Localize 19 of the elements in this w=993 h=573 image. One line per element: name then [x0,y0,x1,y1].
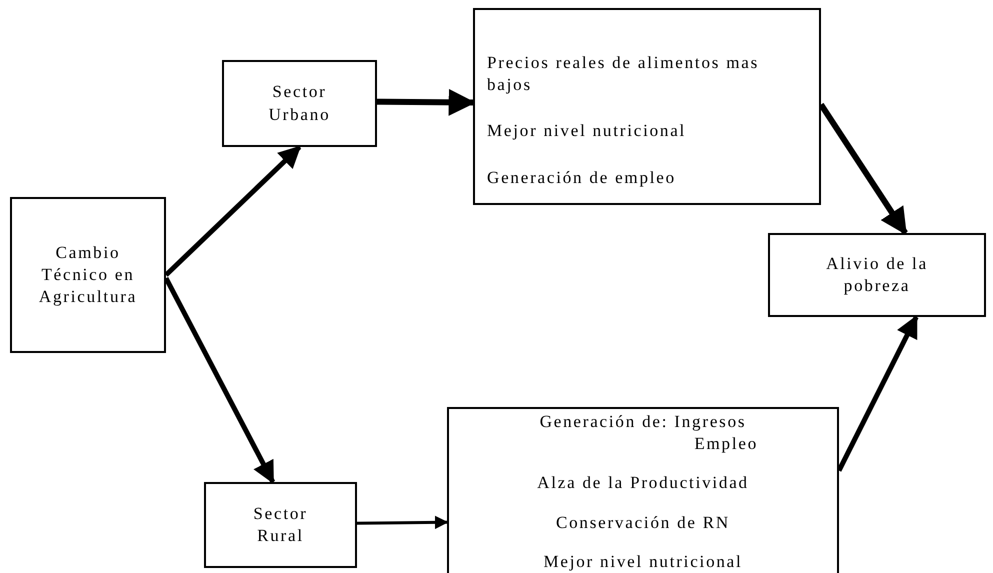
box-text: Mejor nivel nutricional [487,120,686,142]
box-text: Generación de: Ingresos Empleo [538,411,758,456]
box-text: Conservación de RN [556,512,730,534]
box-text: Mejor nivel nutricional [543,550,743,573]
arrow [356,516,448,530]
process-box [222,60,377,147]
process-box [204,482,357,568]
box-text: Sector Rural [252,502,309,547]
process-box [768,233,986,317]
box-text: Sector Urbano [268,81,332,126]
box-text: Alivio de la pobreza [825,252,929,297]
process-box [473,8,821,205]
box-text: Cambio Técnico en Agricultura [38,242,138,308]
box-text: Alza de la Productividad [537,472,749,494]
arrow [164,145,302,277]
process-box [447,407,839,573]
box-text: Precios reales de alimentos mas bajos [487,52,760,96]
process-box [10,197,166,353]
box-text: Generación de empleo [487,166,676,189]
